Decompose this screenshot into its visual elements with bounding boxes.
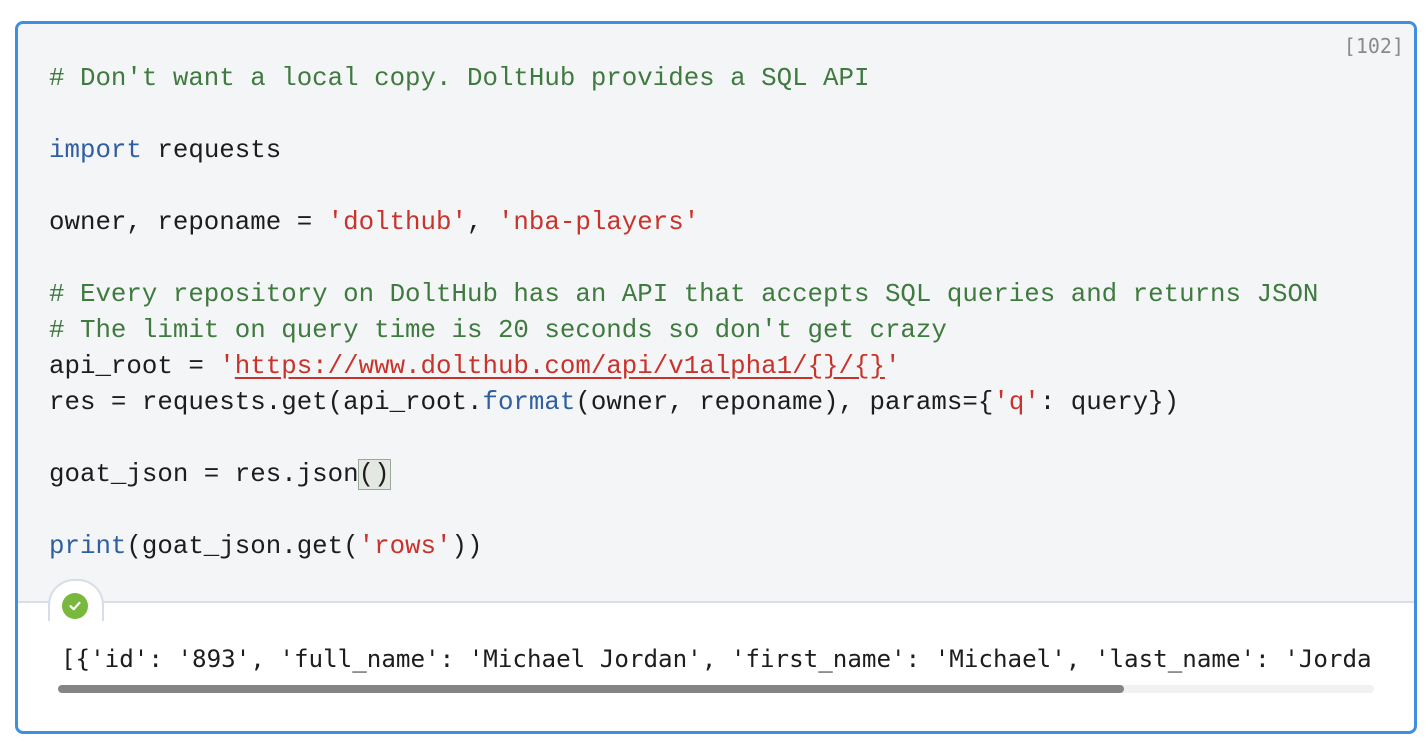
code-line[interactable]: # Don't want a local copy. DoltHub provi… xyxy=(49,61,1318,97)
code-token: requests xyxy=(141,136,282,165)
code-token: 'q' xyxy=(993,388,1040,417)
code-token: ' xyxy=(219,352,235,381)
code-line[interactable]: import requests xyxy=(49,133,1318,169)
code-line[interactable] xyxy=(49,97,1318,133)
code-token: (owner, reponame), params={ xyxy=(575,388,994,417)
output-horizontal-scrollbar[interactable] xyxy=(58,685,1374,693)
code-token: format xyxy=(482,388,576,417)
code-line[interactable]: goat_json = res.json() xyxy=(49,457,1318,493)
notebook-code-cell[interactable]: [102] # Don't want a local copy. DoltHub… xyxy=(15,21,1417,734)
code-token: (goat_json.get( xyxy=(126,532,359,561)
code-token: )) xyxy=(451,532,483,561)
code-token: 'dolthub' xyxy=(327,208,467,237)
code-token: # Don't want a local copy. DoltHub provi… xyxy=(49,64,870,93)
code-token: # Every repository on DoltHub has an API… xyxy=(49,280,1319,309)
code-token: ' xyxy=(884,352,901,381)
code-token: 'rows' xyxy=(358,532,452,561)
code-token: 'nba-players' xyxy=(497,208,700,237)
code-link[interactable]: https://www.dolthub.com/api/v1alpha1/{}/… xyxy=(234,352,885,381)
code-line[interactable]: api_root = 'https://www.dolthub.com/api/… xyxy=(49,349,1318,385)
code-line[interactable] xyxy=(49,421,1318,457)
code-line[interactable] xyxy=(49,493,1318,529)
code-line[interactable]: res = requests.get(api_root.format(owner… xyxy=(49,385,1318,421)
code-token: : query}) xyxy=(1039,388,1180,417)
code-line[interactable] xyxy=(49,241,1318,277)
code-token: , xyxy=(466,208,498,237)
code-token: () xyxy=(357,459,391,490)
code-line[interactable]: # Every repository on DoltHub has an API… xyxy=(49,277,1318,313)
code-token: goat_json = res.json xyxy=(49,460,359,489)
code-line[interactable]: owner, reponame = 'dolthub', 'nba-player… xyxy=(49,205,1318,241)
code-line[interactable]: print(goat_json.get('rows')) xyxy=(49,529,1318,565)
code-editor[interactable]: [102] # Don't want a local copy. DoltHub… xyxy=(18,24,1414,603)
code-token: res = requests.get(api_root. xyxy=(49,388,483,417)
code-token: # The limit on query time is 20 seconds … xyxy=(49,316,947,345)
code-lines[interactable]: # Don't want a local copy. DoltHub provi… xyxy=(49,61,1318,565)
code-line[interactable] xyxy=(49,169,1318,205)
code-token: print xyxy=(49,532,127,561)
code-token: import xyxy=(49,136,142,165)
code-line[interactable]: # The limit on query time is 20 seconds … xyxy=(49,313,1318,349)
code-token: api_root = xyxy=(49,352,220,381)
code-token: owner, reponame = xyxy=(49,208,328,237)
check-circle-icon xyxy=(62,593,88,619)
execution-count: [102] xyxy=(1343,34,1404,58)
scrollbar-thumb[interactable] xyxy=(58,685,1124,693)
cell-output: [{'id': '893', 'full_name': 'Michael Jor… xyxy=(61,645,1373,673)
